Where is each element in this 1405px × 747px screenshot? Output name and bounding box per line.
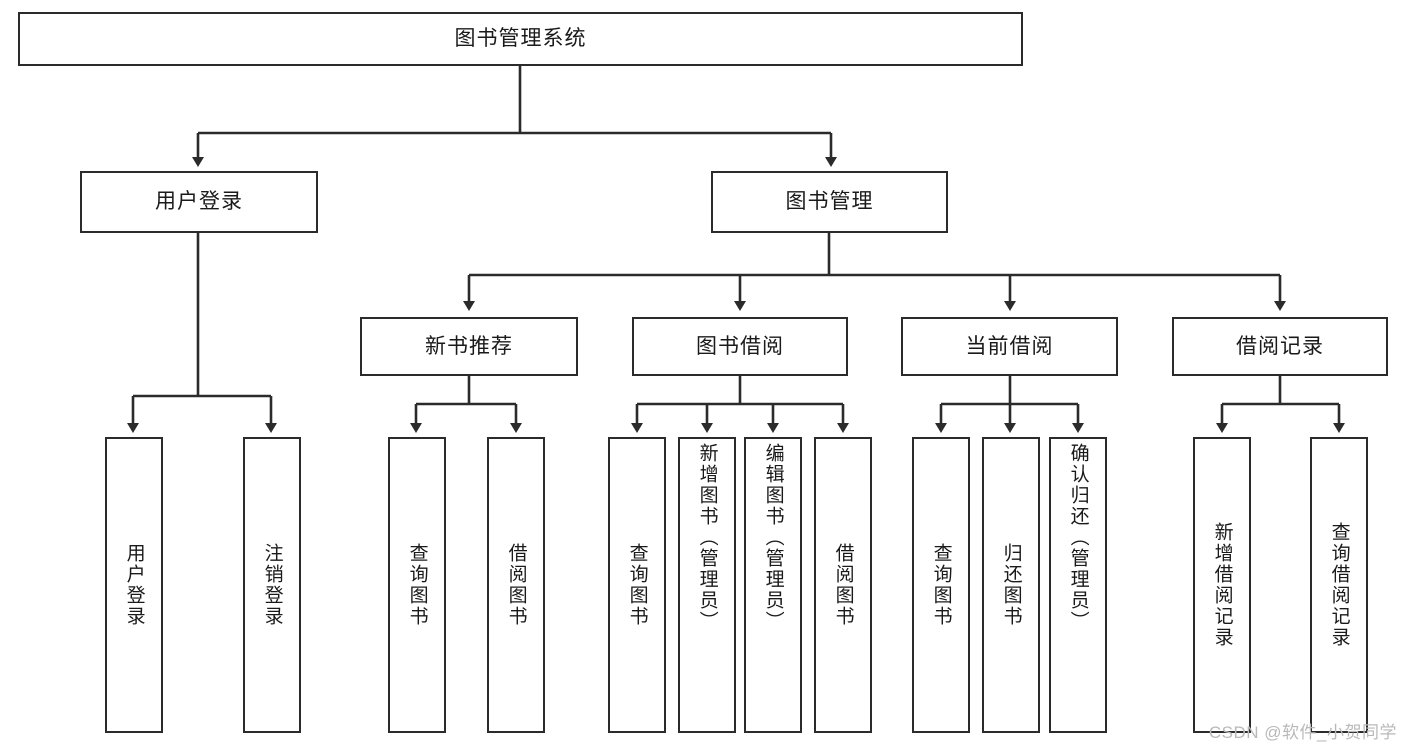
node-label: 新增借阅记录: [1211, 522, 1233, 648]
leaf-add-borrow-record[interactable]: 新增借阅记录: [1193, 437, 1251, 733]
node-label: 归还图书: [1000, 543, 1022, 627]
leaf-add-book-admin[interactable]: 新增图书（管理员）: [678, 437, 736, 733]
leaf-query-book-current[interactable]: 查询图书: [912, 437, 970, 733]
leaf-query-book-borrow[interactable]: 查询图书: [608, 437, 666, 733]
node-borrow-record[interactable]: 借阅记录: [1172, 317, 1388, 376]
leaf-logout[interactable]: 注销登录: [243, 437, 301, 733]
node-label: 图书管理: [785, 190, 874, 214]
node-current-borrow[interactable]: 当前借阅: [901, 317, 1118, 376]
node-label: 借阅图书: [505, 543, 527, 627]
watermark: CSDN @软件_小贺同学: [1208, 723, 1397, 742]
leaf-borrow-book-recommend[interactable]: 借阅图书: [487, 437, 545, 733]
node-label: 查询图书: [930, 543, 952, 627]
node-book-borrow[interactable]: 图书借阅: [632, 317, 848, 376]
node-label: 图书借阅: [696, 334, 784, 358]
leaf-edit-book-admin[interactable]: 编辑图书（管理员）: [744, 437, 802, 733]
node-book-management[interactable]: 图书管理: [711, 171, 948, 233]
node-label: 借阅记录: [1236, 334, 1324, 358]
leaf-return-book[interactable]: 归还图书: [982, 437, 1040, 733]
leaf-borrow-book[interactable]: 借阅图书: [814, 437, 872, 733]
node-label: 用户登录: [123, 543, 145, 627]
leaf-query-borrow-record[interactable]: 查询借阅记录: [1310, 437, 1368, 733]
leaf-confirm-return-admin[interactable]: 确认归还（管理员）: [1049, 437, 1107, 733]
node-label: 图书管理系统: [454, 27, 587, 51]
node-label: 用户登录: [155, 190, 243, 214]
node-label: 查询借阅记录: [1328, 522, 1350, 648]
node-label: 编辑图书（管理员）: [762, 443, 784, 632]
node-label: 新增图书（管理员）: [696, 443, 718, 632]
node-new-book-recommend[interactable]: 新书推荐: [360, 317, 578, 376]
node-label: 查询图书: [406, 543, 428, 627]
node-label: 当前借阅: [965, 334, 1054, 358]
node-label: 新书推荐: [425, 334, 513, 358]
node-label: 注销登录: [261, 543, 283, 627]
node-label: 借阅图书: [832, 543, 854, 627]
node-label: 确认归还（管理员）: [1067, 443, 1089, 632]
leaf-user-login[interactable]: 用户登录: [105, 437, 163, 733]
node-root-book-management-system[interactable]: 图书管理系统: [18, 12, 1023, 66]
leaf-query-book-recommend[interactable]: 查询图书: [388, 437, 446, 733]
node-label: 查询图书: [626, 543, 648, 627]
node-user-login[interactable]: 用户登录: [80, 171, 318, 233]
